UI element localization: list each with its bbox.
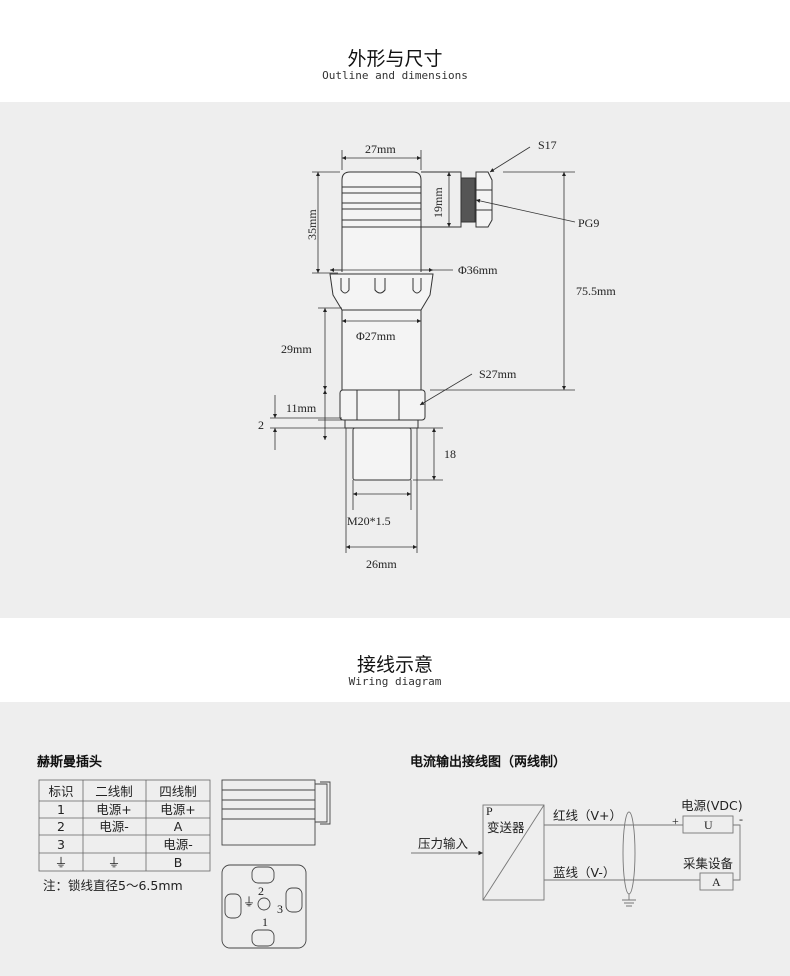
table-cell: 电源- (163, 837, 193, 852)
hirschmann-title: 赫斯曼插头 (37, 754, 102, 770)
dim-thread-length: 18 (444, 447, 456, 461)
dim-top-width: 27mm (365, 142, 396, 156)
blue-wire-label: 蓝线（V-） (553, 865, 615, 880)
pin-label: 1 (262, 915, 268, 929)
plus-label: + (672, 814, 679, 828)
table-cell: 3 (57, 837, 65, 852)
table-cell: B (174, 855, 183, 870)
wiring-title: 接线示意 (356, 654, 433, 676)
table-cell: A (174, 819, 183, 834)
label-s17: S17 (538, 138, 557, 152)
wiring-subtitle: Wiring diagram (348, 675, 442, 688)
table-cell: 电源+ (160, 802, 195, 817)
table-header: 二线制 (95, 784, 133, 799)
power-label: 电源(VDC) (681, 798, 743, 813)
dim-cap-height: 35mm (305, 209, 319, 240)
hirschmann-table (38, 779, 211, 872)
label-pg9: PG9 (578, 216, 599, 230)
pressure-input-label: 压力输入 (418, 836, 469, 851)
dim-thread: M20*1.5 (347, 514, 391, 528)
pin-label: 3 (277, 902, 283, 916)
dim-stem-dia: Φ27mm (356, 329, 396, 343)
outline-subtitle: Outline and dimensions (322, 69, 468, 82)
table-cell: ⏚ (55, 855, 68, 870)
table-cell: 2 (57, 819, 65, 834)
wiring-schematic (411, 804, 741, 907)
pin-label: ⏚ (243, 895, 255, 909)
plug-front-view (221, 864, 307, 949)
sensor-drawing (270, 146, 576, 553)
dim-total-height: 75.5mm (576, 284, 616, 298)
dim-gland-height: 19mm (431, 187, 445, 218)
p-label: P (486, 804, 493, 818)
transmitter-label: 变送器 (487, 820, 525, 835)
label-s27: S27mm (479, 367, 517, 381)
red-wire-label: 红线（V+） (553, 808, 622, 823)
acquisition-label: 采集设备 (683, 856, 734, 871)
table-header: 四线制 (159, 784, 197, 799)
pin-label: 2 (258, 884, 264, 898)
current-output-title: 电流输出接线图（两线制） (410, 754, 566, 770)
minus-label: - (739, 812, 743, 826)
hirschmann-note: 注：锁线直径5～6.5mm (43, 878, 183, 893)
table-cell: 电源+ (96, 802, 131, 817)
table-header: 标识 (48, 784, 73, 799)
dim-collar-dia: Φ36mm (458, 263, 498, 277)
dim-base-width: 26mm (366, 557, 397, 571)
plug-side-view (221, 779, 331, 846)
a-label: A (712, 875, 721, 889)
table-cell: ⏚ (108, 855, 121, 870)
outline-title: 外形与尺寸 (347, 48, 443, 70)
wiring-band (0, 702, 790, 976)
dim-stem-height: 29mm (281, 342, 312, 356)
u-label: U (704, 818, 713, 832)
table-cell: 1 (57, 802, 65, 817)
table-cell: 电源- (99, 819, 129, 834)
dim-hex-height: 11mm (286, 401, 317, 415)
dim-washer: 2 (258, 418, 264, 432)
